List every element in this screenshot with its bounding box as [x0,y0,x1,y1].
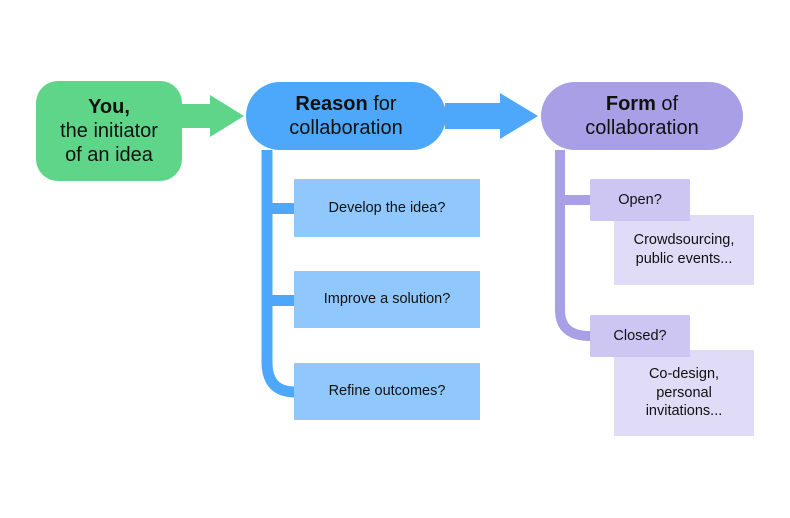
form-title-line2: collaboration [585,117,699,139]
form-closed-detail-line1: Co-design, [648,365,720,382]
arrow-initiator-to-reason [182,95,244,137]
initiator-line3: of an idea [65,144,153,166]
form-branch-open [560,195,590,205]
form-closed-detail-line3: invitations... [645,403,723,420]
form-open-label: Open? [590,179,690,221]
initiator-node: You, the initiator of an idea [36,81,182,181]
reason-item-improve: Improve a solution? [294,271,480,328]
form-node: Form of collaboration [541,82,743,150]
form-title-line: Form of [606,92,678,116]
form-title-rest: of [655,93,679,115]
initiator-title: You, [88,96,130,118]
form-spine [555,150,591,341]
form-closed-detail: Co-design, personal invitations... [614,350,754,436]
form-open-detail-line1: Crowdsourcing, [633,232,735,249]
reason-branch-1 [267,203,295,214]
reason-branch-2 [267,295,295,306]
form-open-detail: Crowdsourcing, public events... [614,215,754,285]
form-closed-detail-line2: personal [656,384,712,401]
form-open-detail-line2: public events... [635,251,733,267]
reason-item-refine: Refine outcomes? [294,363,480,420]
reason-title-line2: collaboration [289,117,403,139]
reason-item-develop: Develop the idea? [294,179,480,237]
reason-spine [261,150,296,398]
reason-title-rest: for [367,93,397,115]
reason-title-line: Reason for [295,92,396,116]
reason-title-bold: Reason [295,93,368,115]
form-closed-label: Closed? [590,315,690,357]
arrow-reason-to-form [445,93,538,139]
reason-node: Reason for collaboration [246,82,446,150]
initiator-line2: the initiator [60,120,158,142]
form-title-bold: Form [605,93,656,115]
